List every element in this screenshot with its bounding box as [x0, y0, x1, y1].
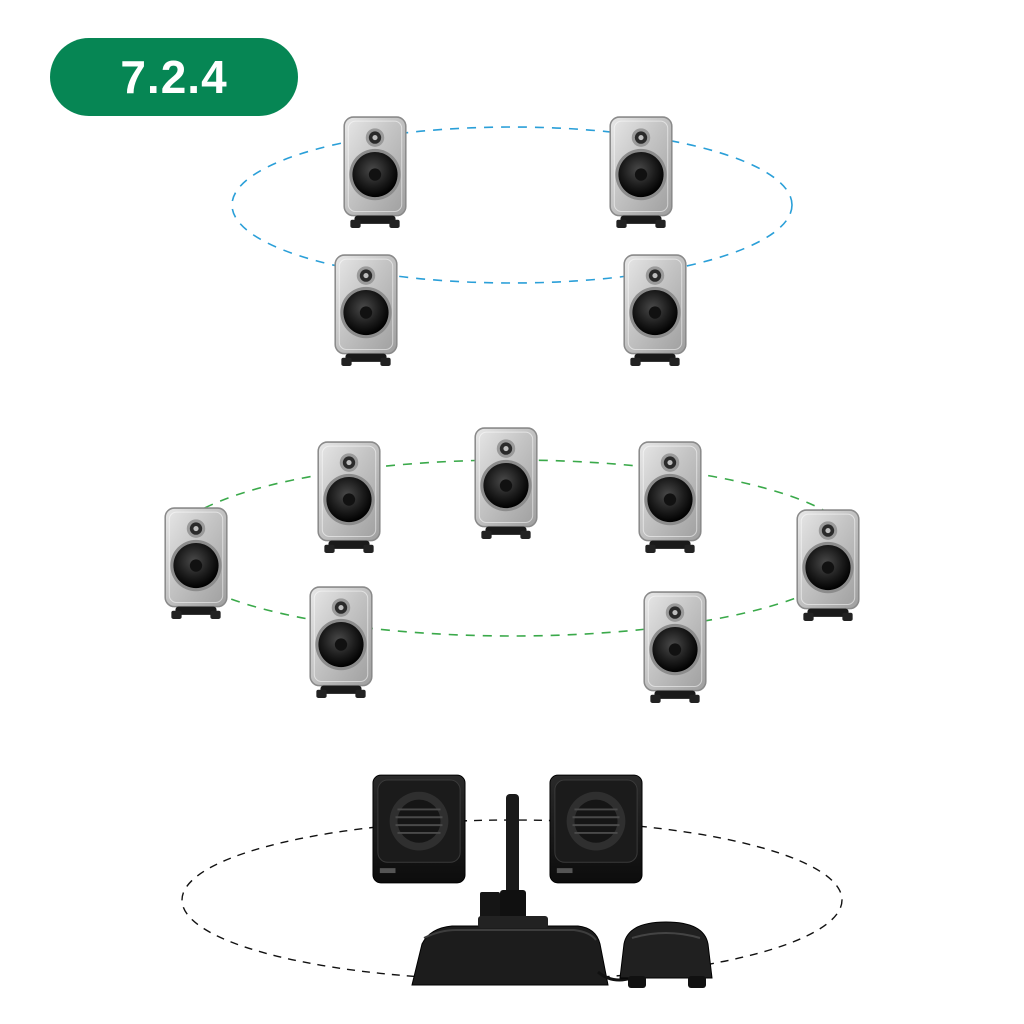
monitor-speaker-icon [344, 117, 406, 228]
monitor-speaker-icon [318, 442, 380, 553]
overhead-ring [232, 127, 792, 283]
overhead-speakers [335, 117, 686, 366]
monitor-speaker-icon [165, 508, 227, 619]
monitor-speaker-icon [644, 592, 706, 703]
monitor-speaker-icon [310, 587, 372, 698]
glm-adapter-icon [620, 922, 712, 988]
monitor-speaker-icon [610, 117, 672, 228]
monitor-speaker-icon [335, 255, 397, 366]
ear-level-speakers [165, 428, 859, 703]
subwoofer-icon [550, 775, 642, 883]
subwoofer-icon [373, 775, 465, 883]
monitor-speaker-icon [639, 442, 701, 553]
gldm-microphone-icon [478, 794, 548, 928]
monitor-speaker-icon [475, 428, 537, 539]
network-adapter-icon [412, 926, 632, 985]
monitor-speaker-icon [797, 510, 859, 621]
monitor-speaker-icon [624, 255, 686, 366]
